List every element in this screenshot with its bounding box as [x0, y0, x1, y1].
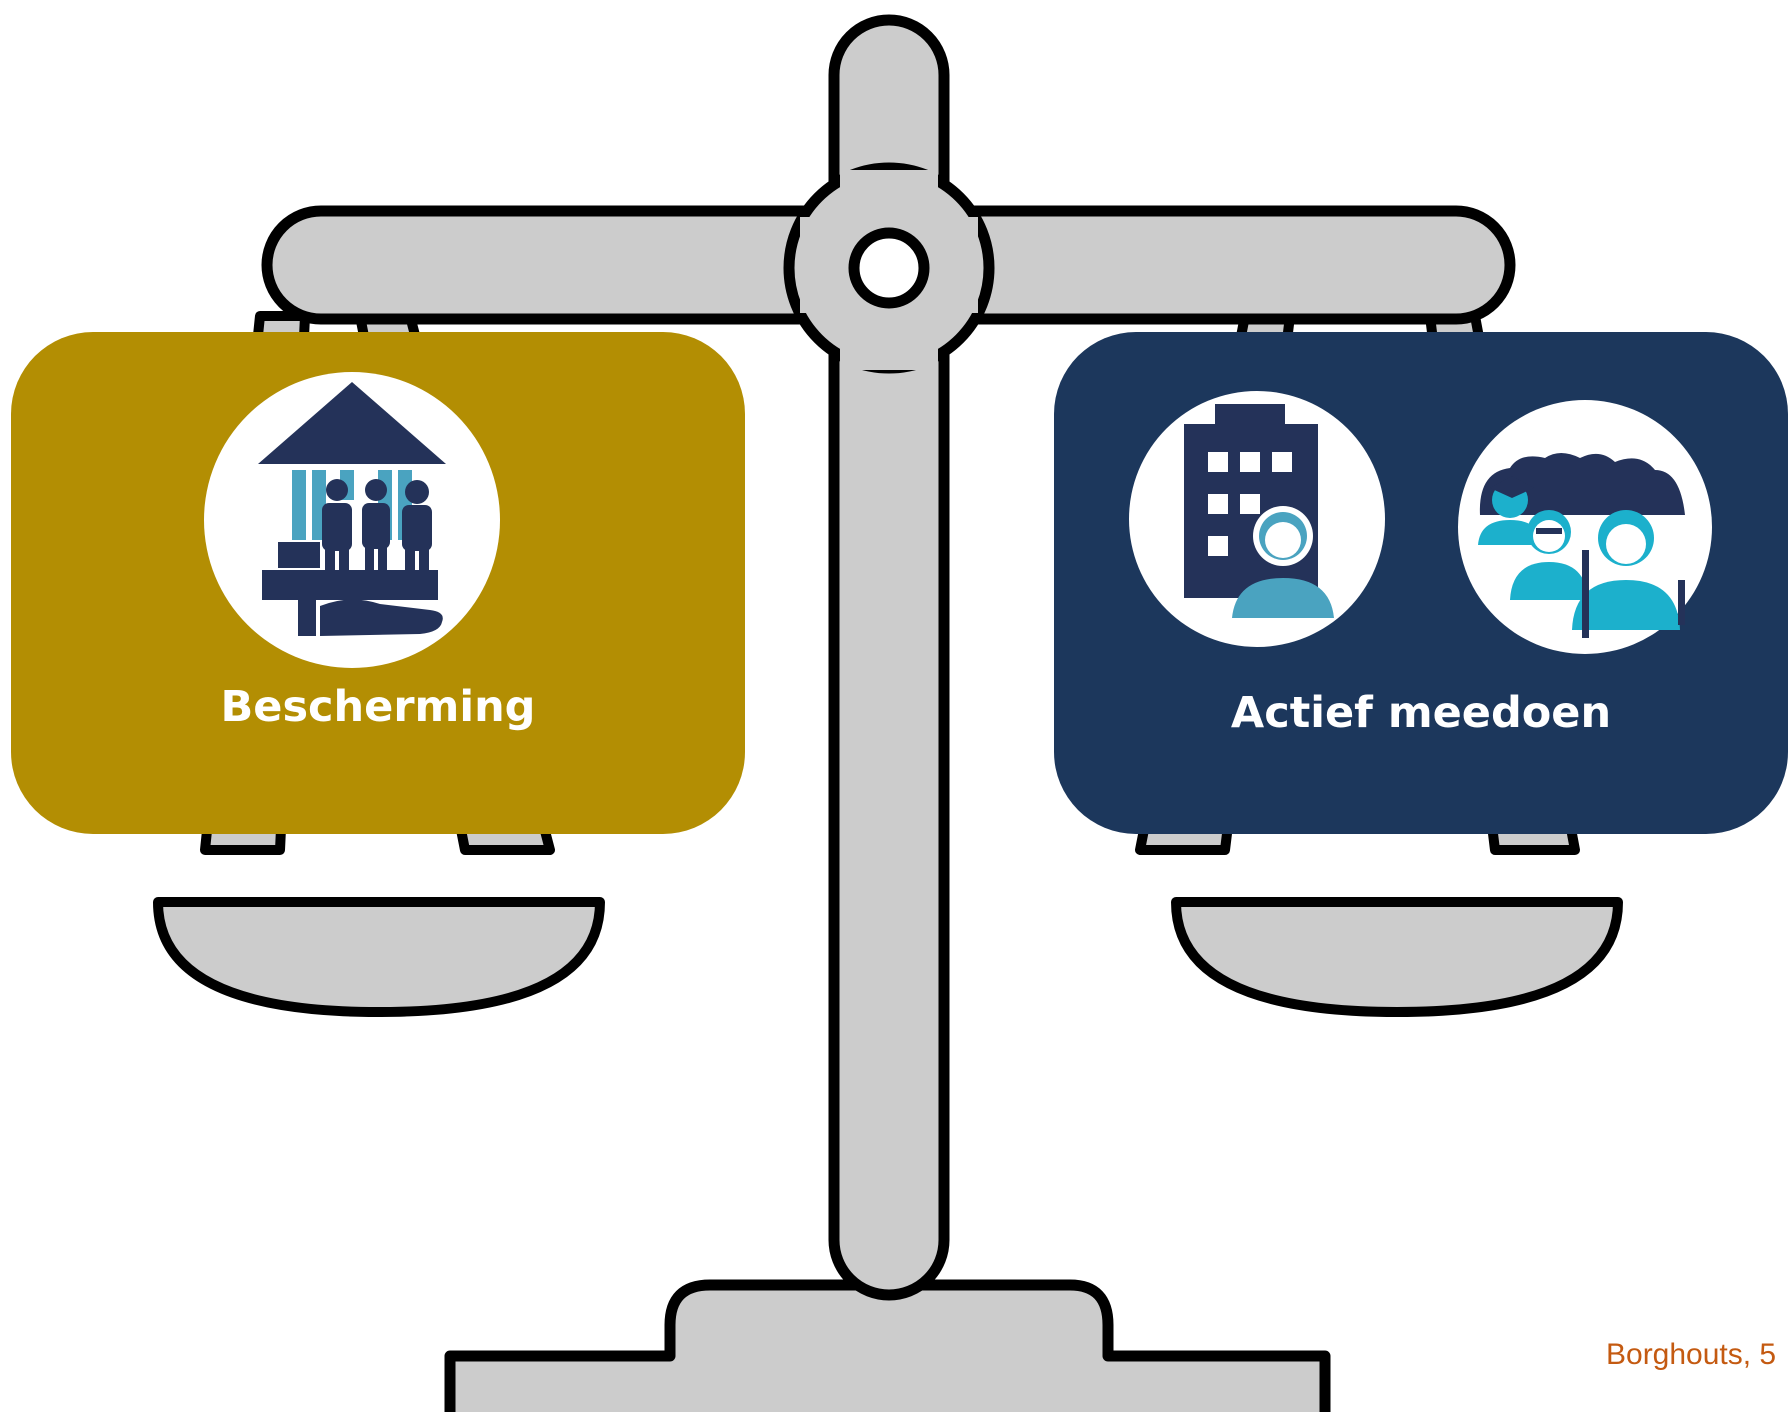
community-icon [1478, 453, 1685, 638]
right-pan [1171, 897, 1623, 1017]
protection-label: Bescherming [221, 682, 536, 732]
pivot-hole [848, 227, 930, 309]
participation-label: Actief meedoen [1231, 688, 1611, 738]
workplace-icon [1184, 404, 1334, 618]
source-credit: Borghouts, 5 [1606, 1338, 1777, 1371]
scale-hub [783, 162, 995, 374]
participation-panel: Actief meedoen [1054, 332, 1788, 834]
left-pan [153, 897, 605, 1017]
protection-icon [258, 382, 446, 636]
scale-base [444, 1279, 1331, 1412]
protection-panel: Bescherming [11, 332, 745, 834]
